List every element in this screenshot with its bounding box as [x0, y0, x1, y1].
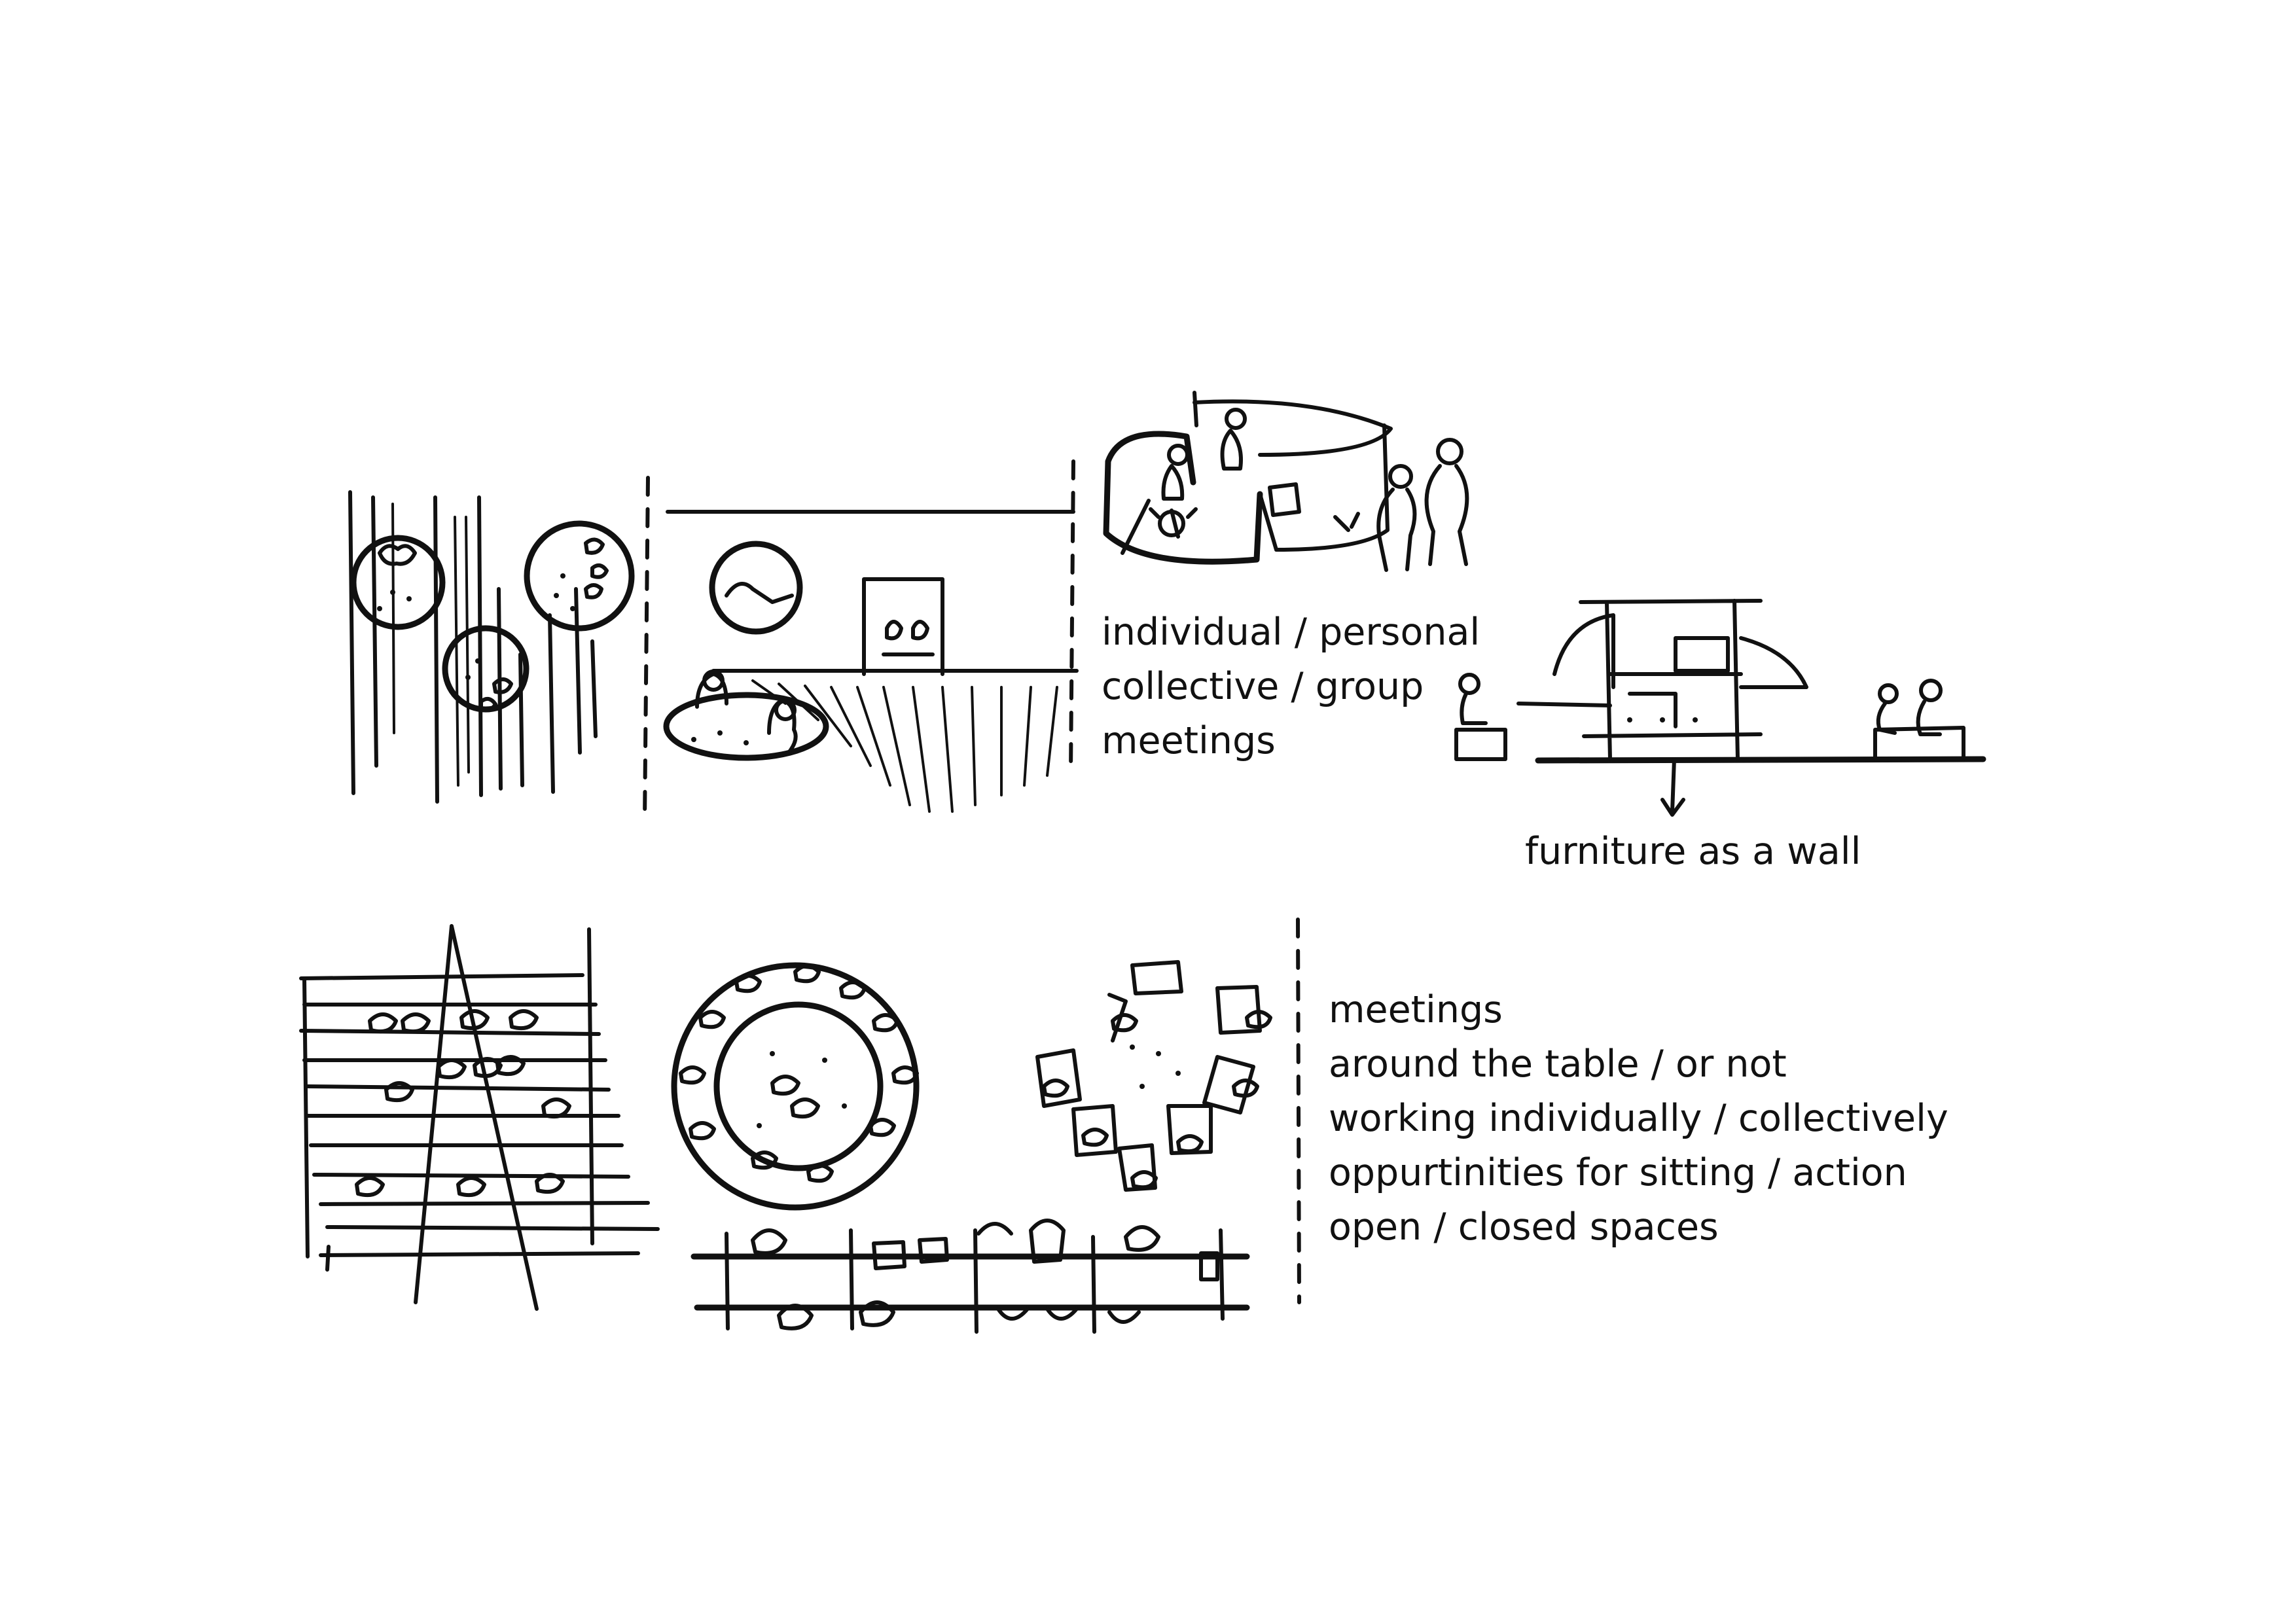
sketch-panel-round-table — [674, 965, 917, 1207]
annotation-line: open / closed spaces — [1329, 1200, 1948, 1255]
annotation-line: around the table / or not — [1329, 1037, 1948, 1092]
sketch-panel-curved-walls — [1106, 393, 1467, 570]
annotation-line: oppurtinities for sitting / action — [1329, 1146, 1948, 1200]
annotation-line: collective / group — [1102, 660, 1480, 714]
annotation-line: individual / personal — [1102, 605, 1480, 660]
sketch-panel-long-table — [694, 1221, 1247, 1332]
sketch-panel-furniture-wall — [1456, 601, 1983, 815]
annotation-line: working individually / collectively — [1329, 1092, 1948, 1146]
sketch-panel-desk-rows — [301, 926, 658, 1309]
annotation-line: furniture as a wall — [1525, 825, 1861, 879]
divider-line — [1298, 919, 1299, 1302]
sketch-panel-vertical-lines — [350, 492, 632, 802]
annotation-line: meetings — [1329, 983, 1948, 1037]
annotation-line: meetings — [1102, 714, 1480, 768]
divider-line — [645, 478, 648, 821]
divider-line — [1071, 461, 1073, 772]
sketch-panel-desk-ring — [1037, 962, 1270, 1190]
sketch-panel-room — [666, 512, 1077, 812]
annotation-furniture-wall: furniture as a wall — [1525, 825, 1861, 879]
annotation-top: individual / personal collective / group… — [1102, 605, 1480, 768]
annotation-bottom: meetings around the table / or not worki… — [1329, 983, 1948, 1255]
